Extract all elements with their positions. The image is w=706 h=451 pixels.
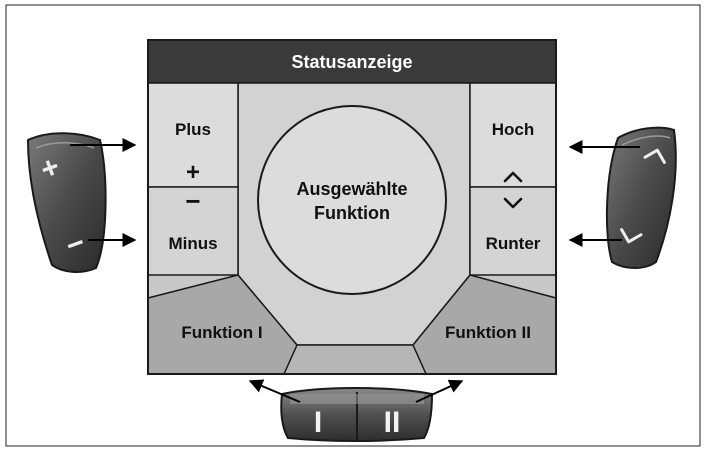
panel-plus-label: Plus — [175, 120, 211, 139]
panel-bottom-center — [282, 344, 428, 375]
bottom-rocker-funktion-2-icon: II — [384, 406, 401, 439]
arrow-funktion-2 — [415, 379, 464, 403]
selected-function-line2: Funktion — [314, 203, 390, 223]
arrow-funktion-1 — [248, 379, 301, 403]
bottom-rocker-funktion-1-icon: I — [314, 406, 322, 439]
left-rocker-control[interactable]: + − — [26, 132, 107, 273]
chevron-down-icon — [503, 197, 523, 209]
panel-plus[interactable] — [147, 82, 239, 188]
selected-function-line1: Ausgewählte — [296, 179, 407, 199]
plus-symbol: + — [186, 159, 200, 186]
panel-runter[interactable] — [469, 186, 557, 276]
panel-funktion-2-label: Funktion II — [445, 323, 531, 342]
panel-hoch[interactable] — [469, 82, 557, 188]
panel-funktion-1-label: Funktion I — [181, 323, 262, 342]
status-bar-label: Statusanzeige — [291, 52, 412, 72]
panel-minus-label: Minus — [168, 234, 217, 253]
display-panel: Statusanzeige Plus + − Minus Hoch Runter… — [147, 39, 557, 375]
chevron-up-icon — [503, 171, 523, 183]
right-rocker-chevron-up-icon — [643, 148, 666, 164]
panel-hoch-label: Hoch — [492, 120, 535, 139]
bottom-rocker-control[interactable]: I II — [280, 387, 434, 442]
selected-function-circle[interactable] — [257, 105, 447, 295]
minus-symbol: − — [185, 186, 200, 216]
right-rocker-control[interactable] — [605, 126, 677, 269]
right-rocker-chevron-down-icon — [620, 228, 643, 244]
panel-runter-label: Runter — [486, 234, 541, 253]
